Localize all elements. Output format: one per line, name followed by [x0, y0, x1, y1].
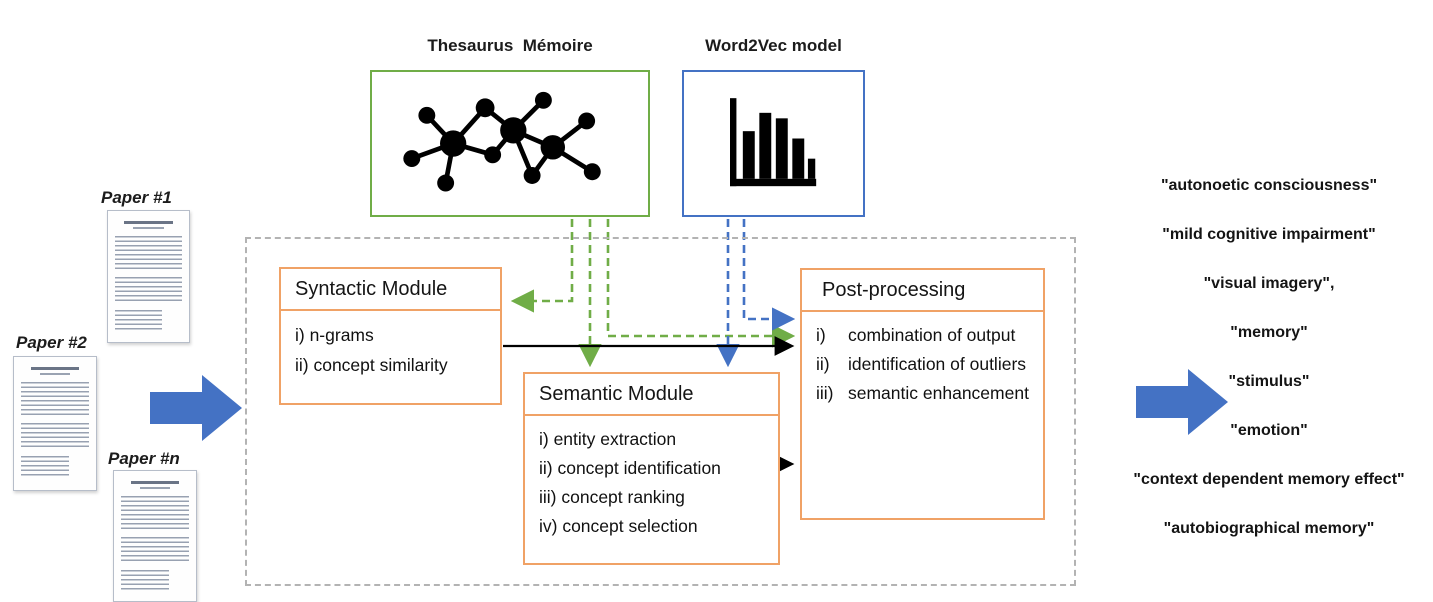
word2vec-box [682, 70, 865, 217]
semantic-item: iii) concept ranking [539, 487, 685, 507]
paper-2-label: Paper #2 [16, 333, 87, 352]
output-term: "emotion" [1230, 422, 1308, 439]
semantic-module-title: Semantic Module [525, 374, 778, 416]
pipeline-container [245, 237, 1076, 586]
postprocessing-item: ii) identification of outliers [816, 354, 1027, 374]
thesaurus-box [370, 70, 650, 217]
postprocessing-item: i) combination of output [816, 325, 1016, 345]
postprocessing-module-title: Post-processing [802, 270, 1043, 312]
output-term: "autobiographical memory" [1163, 520, 1375, 537]
semantic-module-body: i) entity extraction ii) concept identif… [525, 416, 778, 550]
output-term: "mild cognitive impairment" [1162, 226, 1376, 243]
postprocessing-item: iii) semantic enhancement [816, 383, 1029, 403]
word2vec-label: Word2Vec model [705, 36, 842, 55]
network-graph-icon [402, 91, 601, 191]
bar-chart-icon [729, 97, 816, 186]
paper-2-thumbnail [13, 356, 97, 491]
semantic-module: Semantic Module i) entity extraction ii)… [523, 372, 780, 565]
syntactic-item: ii) concept similarity [295, 355, 448, 375]
paper-n-label: Paper #n [108, 449, 180, 468]
output-term: "visual imagery", [1203, 275, 1335, 292]
paper-1-label: Paper #1 [101, 188, 172, 207]
syntactic-module-title: Syntactic Module [281, 269, 500, 311]
postprocessing-module-body: i) combination of output ii) identificat… [802, 312, 1043, 417]
semantic-item: iv) concept selection [539, 516, 698, 536]
postprocessing-module: Post-processing i) combination of output… [800, 268, 1045, 520]
output-term: "context dependent memory effect" [1133, 471, 1405, 488]
output-term: "autonoetic consciousness" [1160, 177, 1378, 194]
syntactic-item: i) n-grams [295, 325, 374, 345]
thesaurus-label: Thesaurus Mémoire [427, 36, 593, 55]
input-flow-arrow [150, 375, 242, 441]
syntactic-module: Syntactic Module i) n-grams ii) concept … [279, 267, 502, 405]
paper-1-thumbnail [107, 210, 190, 343]
output-term: "stimulus" [1228, 373, 1310, 390]
semantic-item: i) entity extraction [539, 429, 677, 449]
paper-n-thumbnail [113, 470, 197, 602]
semantic-item: ii) concept identification [539, 458, 721, 478]
output-terms-list: "autonoetic consciousness" "mild cogniti… [1105, 161, 1433, 553]
syntactic-module-body: i) n-grams ii) concept similarity [281, 311, 500, 389]
output-term: "memory" [1230, 324, 1308, 341]
